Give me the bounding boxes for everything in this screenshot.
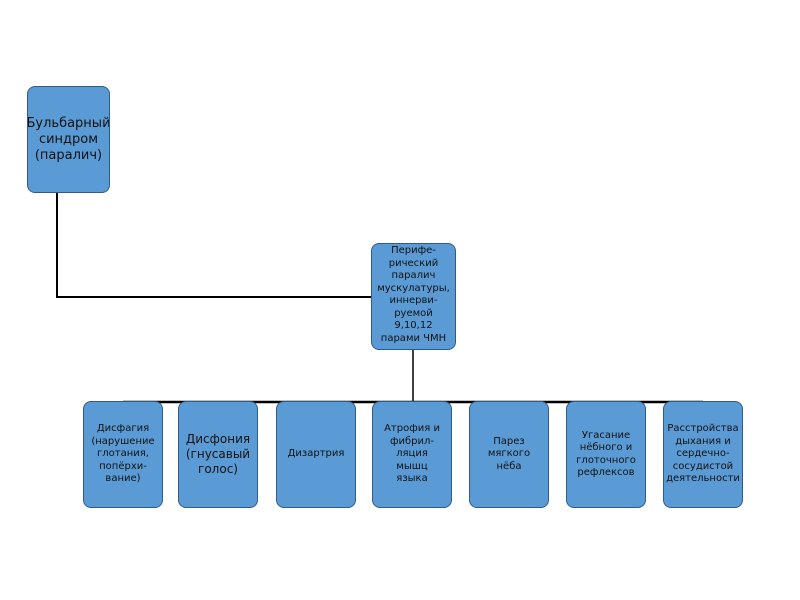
node-peripheral-paralysis: Перифе- рический паралич мускулатуры, ин… (371, 243, 456, 350)
connector-root-to-middle (56, 193, 371, 298)
node-dysarthria: Дизартрия (276, 401, 356, 508)
node-dysphagia: Дисфагия (нарушение глотания, попёрхи- в… (83, 401, 163, 508)
node-reflex-loss-label: Угасание нёбного и глоточного рефлексов (576, 429, 636, 479)
node-tongue-atrophy-label: Атрофия и фибрил- ляция мышц языка (384, 423, 440, 485)
node-bulbar-syndrome-label: Бульбарный синдром (паралич) (27, 115, 110, 163)
node-soft-palate-paresis-label: Парез мягкого нёба (487, 435, 531, 472)
node-dysphonia-label: Дисфония (гнусавый голос) (185, 432, 251, 476)
node-bulbar-syndrome: Бульбарный синдром (паралич) (27, 86, 110, 193)
node-dysphagia-label: Дисфагия (нарушение глотания, попёрхи- в… (91, 423, 155, 485)
node-tongue-atrophy: Атрофия и фибрил- ляция мышц языка (372, 401, 452, 508)
node-peripheral-paralysis-label: Перифе- рический паралич мускулатуры, ин… (377, 245, 450, 344)
node-soft-palate-paresis: Парез мягкого нёба (469, 401, 549, 508)
node-dysphonia: Дисфония (гнусавый голос) (178, 401, 258, 508)
node-cardiorespiratory-disorders-label: Расстройства дыхания и сердечно- сосудис… (666, 423, 740, 485)
node-reflex-loss: Угасание нёбного и глоточного рефлексов (566, 401, 646, 508)
node-cardiorespiratory-disorders: Расстройства дыхания и сердечно- сосудис… (663, 401, 743, 508)
node-dysarthria-label: Дизартрия (287, 448, 345, 460)
